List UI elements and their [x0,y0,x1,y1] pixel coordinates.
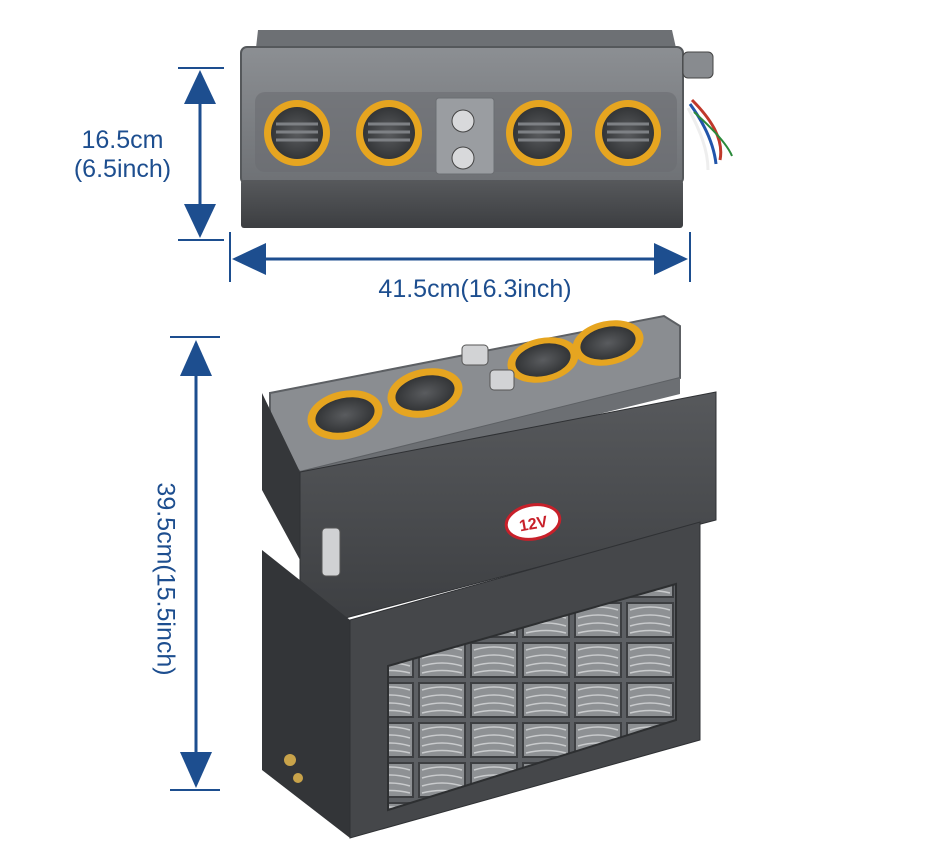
top-height-label: 16.5cm (6.5inch) [40,126,205,184]
width-dimension-arrow [229,232,691,282]
air-filter-grille [387,582,677,812]
air-vent [356,100,422,166]
toggle-switch-icon [321,527,341,577]
side-height-dimension-arrow [170,336,220,791]
width-label: 41.5cm(16.3inch) [378,275,572,303]
air-vent [264,100,330,166]
top-lid [256,30,676,48]
control-panel [435,97,495,175]
voltage-badge [504,503,562,541]
air-vent [572,320,644,366]
temperature-knob [451,109,475,133]
fan-speed-knob [451,146,475,170]
control-knobs [461,344,515,391]
air-vent [595,100,661,166]
side-height-label: 39.5cm(15.5inch) [151,482,180,676]
upper-housing [299,391,717,631]
air-vent [387,368,463,418]
top-height-inch: (6.5inch) [73,154,172,183]
drain-port-icon [284,754,296,766]
air-vent [307,390,383,440]
wire-icon [690,98,723,161]
air-vent [506,100,572,166]
front-view-unit [240,30,733,228]
voltage-badge-label: 12V [518,514,549,536]
lower-housing [241,180,683,228]
height-dimension-arrow [178,67,224,241]
power-connector [682,51,714,79]
isometric-unit: 12V [262,314,717,839]
top-height-cm: 16.5cm [81,126,164,154]
air-vent [507,337,579,383]
